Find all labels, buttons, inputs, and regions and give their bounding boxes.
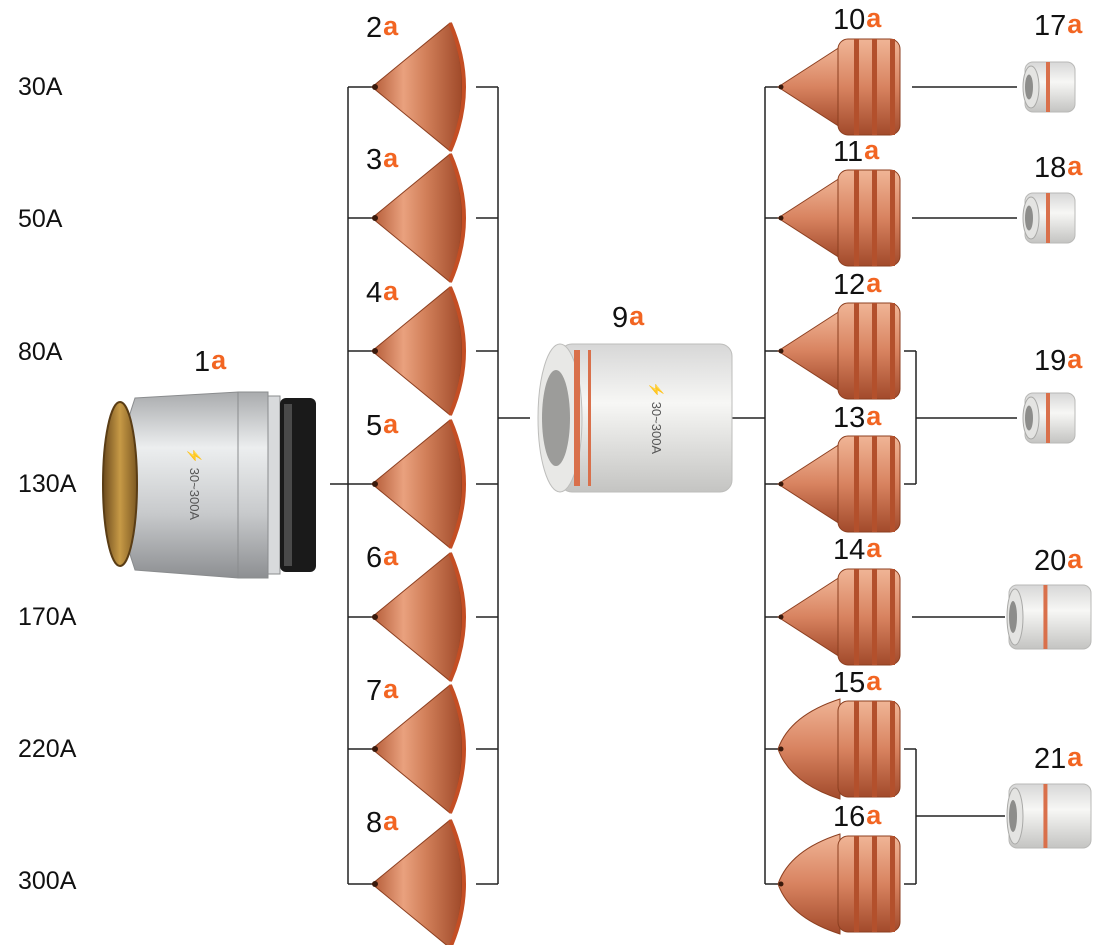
amp-label-170a: 170A [18, 603, 77, 631]
part-label-3: 3a [366, 143, 399, 176]
part-label-6: 6a [366, 541, 399, 574]
part-label-11: 11a [833, 135, 880, 168]
amp-label-30a: 30A [18, 73, 63, 101]
part-label-8: 8a [366, 806, 399, 839]
part-label-18: 18a [1034, 151, 1083, 184]
part-label-9: 9a [612, 301, 645, 334]
part-9-retaining-cap: ⚡ 30~300A [537, 343, 733, 493]
part-label-21: 21a [1034, 742, 1083, 775]
part-16-nozzle [777, 833, 901, 935]
part-label-12: 12a [833, 268, 882, 301]
part-4-shield [371, 286, 466, 416]
part-1-retaining-cap: ⚡ 30~300A [102, 391, 316, 579]
part-13-nozzle [777, 435, 901, 533]
part-label-17: 17a [1034, 9, 1083, 42]
part-6-shield [371, 552, 466, 682]
part-15-nozzle [777, 698, 901, 800]
part-label-4: 4a [366, 276, 399, 309]
part-10-nozzle [777, 38, 901, 136]
part-label-7: 7a [366, 674, 399, 707]
part-3-shield [371, 153, 466, 283]
part-18-swirl-ring [1022, 192, 1076, 244]
amp-label-220a: 220A [18, 735, 77, 763]
part-12-nozzle [777, 302, 901, 400]
amp-label-300a: 300A [18, 867, 77, 895]
part-label-1: 1a [194, 345, 227, 378]
part-2-shield [371, 22, 466, 152]
part-21-swirl-ring [1006, 783, 1092, 849]
part-9-engraving: ⚡ 30~300A [648, 382, 664, 455]
part-label-20: 20a [1034, 544, 1083, 577]
part-8-shield [371, 819, 466, 945]
amp-label-50a: 50A [18, 205, 63, 233]
part-19-swirl-ring [1022, 392, 1076, 444]
part-7-shield [371, 684, 466, 814]
part-label-19: 19a [1034, 344, 1083, 377]
connector-lines [330, 86, 1017, 885]
part-5-shield [371, 419, 466, 549]
part-label-14: 14a [833, 533, 882, 566]
part-label-5: 5a [366, 409, 399, 442]
amp-label-130a: 130A [18, 470, 77, 498]
part-label-2: 2a [366, 11, 399, 44]
part-20-swirl-ring [1006, 584, 1092, 650]
part-label-10: 10a [833, 3, 882, 36]
part-14-nozzle [777, 568, 901, 666]
part-label-16: 16a [833, 800, 882, 833]
part-11-nozzle [777, 169, 901, 267]
part-17-swirl-ring [1022, 61, 1076, 113]
part-label-13: 13a [833, 401, 882, 434]
amp-label-80a: 80A [18, 338, 63, 366]
part-label-15: 15a [833, 666, 882, 699]
part-1-engraving: ⚡ 30~300A [186, 448, 202, 521]
